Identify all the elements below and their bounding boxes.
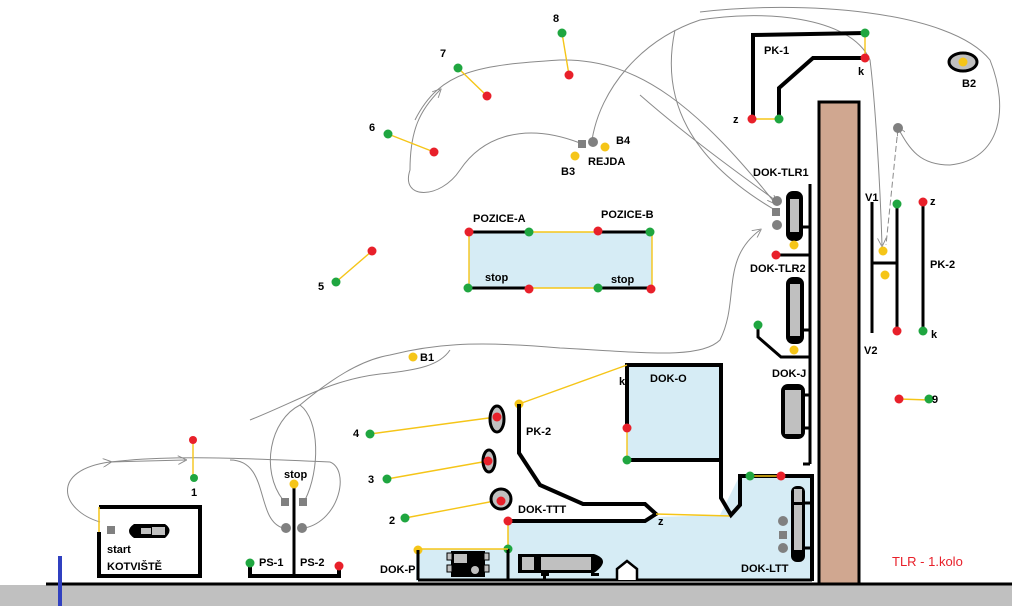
- gate-5-label: 5: [318, 281, 324, 293]
- pk1-k-label: k: [858, 66, 865, 78]
- gate-3-label: 3: [368, 474, 374, 486]
- gate-6-label: 6: [369, 122, 375, 134]
- b3-buoy: [570, 151, 580, 161]
- v2-label: V2: [864, 345, 877, 357]
- pozice-a-label: POZICE-A: [473, 213, 526, 225]
- pk2-right-z-label: z: [930, 196, 936, 208]
- pozice-b-label: POZICE-B: [601, 209, 654, 221]
- pk2-right-label: PK-2: [930, 259, 955, 271]
- b1-buoy: [408, 352, 418, 362]
- gate-6: 6: [369, 122, 439, 157]
- gate-7-label: 7: [440, 48, 446, 60]
- dok-o-label: DOK-O: [650, 373, 687, 385]
- ps-stop-label: stop: [284, 469, 308, 481]
- gate-2-label: 2: [389, 515, 395, 527]
- pozice-a-stop-label: stop: [485, 272, 509, 284]
- pk2-right-k-label: k: [931, 329, 938, 341]
- rejda: B4 REJDA B3: [561, 135, 631, 178]
- gate-1-green-buoy: [190, 474, 198, 482]
- course-title: TLR - 1.kolo: [892, 554, 963, 569]
- start-node: [107, 526, 115, 534]
- ps1-green-buoy: [245, 558, 255, 568]
- gate-2: 2: [389, 487, 513, 527]
- gate-9: 9: [894, 394, 938, 406]
- tlr-docks: DOK-TLR1 DOK-TLR2 DOK-J: [750, 167, 812, 466]
- gate-9-label: 9: [932, 394, 938, 406]
- dok-o: DOK-O k: [619, 363, 723, 465]
- ps2-label: PS-2: [300, 557, 324, 569]
- gate-3: 3: [368, 448, 497, 486]
- house-icon: [615, 559, 639, 580]
- pk2-right-channel: z PK-2 k: [918, 196, 955, 341]
- v-channel: V1 V2: [864, 192, 902, 357]
- dok-tlr1-label: DOK-TLR1: [753, 167, 809, 179]
- dok-p-label: DOK-P: [380, 564, 415, 576]
- gate-1-label: 1: [191, 487, 197, 499]
- ps-dock: stop PS-1 PS-2: [245, 469, 344, 578]
- turn-node: [893, 123, 903, 133]
- pk1-label: PK-1: [764, 45, 789, 57]
- lower-docks: PK-2 DOK-TTT z DOK-P: [380, 364, 814, 582]
- gate-4: 4: [353, 404, 506, 440]
- b4-label: B4: [616, 135, 631, 147]
- pozice-area: POZICE-A POZICE-B stop stop: [463, 209, 656, 294]
- ground-strip: [0, 585, 1012, 606]
- dok-ttt-label: DOK-TTT: [518, 504, 567, 516]
- gate-7: 7: [440, 48, 492, 101]
- pozice-b-stop-label: stop: [611, 274, 635, 286]
- gate-8: 8: [553, 13, 574, 80]
- kotviste-dock: start KOTVIŠTĚ: [97, 505, 202, 578]
- pk2-left-label: PK-2: [526, 426, 551, 438]
- route-paths: [67, 6, 1001, 529]
- gate-4-label: 4: [353, 428, 360, 440]
- gate-5: 5: [318, 246, 377, 293]
- dok-o-k-label: k: [619, 376, 626, 388]
- v1-label: V1: [865, 192, 878, 204]
- pk1-channel: PK-1 k z: [733, 28, 870, 126]
- dok-ltt-label: DOK-LTT: [741, 563, 789, 575]
- b1-label: B1: [420, 352, 434, 364]
- ps-stop-buoy: [289, 479, 299, 489]
- ps1-label: PS-1: [259, 557, 283, 569]
- pk1-z-label: z: [733, 114, 739, 126]
- dok-ttt-z-label: z: [658, 516, 664, 528]
- ps2-red-buoy: [334, 561, 344, 571]
- rejda-label: REJDA: [588, 156, 625, 168]
- gate-1-red-buoy: [189, 436, 197, 444]
- kotviste-label: KOTVIŠTĚ: [107, 560, 162, 573]
- b2-buoy: [958, 57, 968, 67]
- b3-label: B3: [561, 166, 575, 178]
- start-label: start: [107, 544, 131, 556]
- b4-buoy: [600, 142, 610, 152]
- gate-8-label: 8: [553, 13, 559, 25]
- dok-j-label: DOK-J: [772, 368, 806, 380]
- b2-label: B2: [962, 78, 976, 90]
- gate-1: 1: [189, 436, 198, 499]
- dok-tlr2-label: DOK-TLR2: [750, 263, 806, 275]
- pier: [817, 100, 861, 586]
